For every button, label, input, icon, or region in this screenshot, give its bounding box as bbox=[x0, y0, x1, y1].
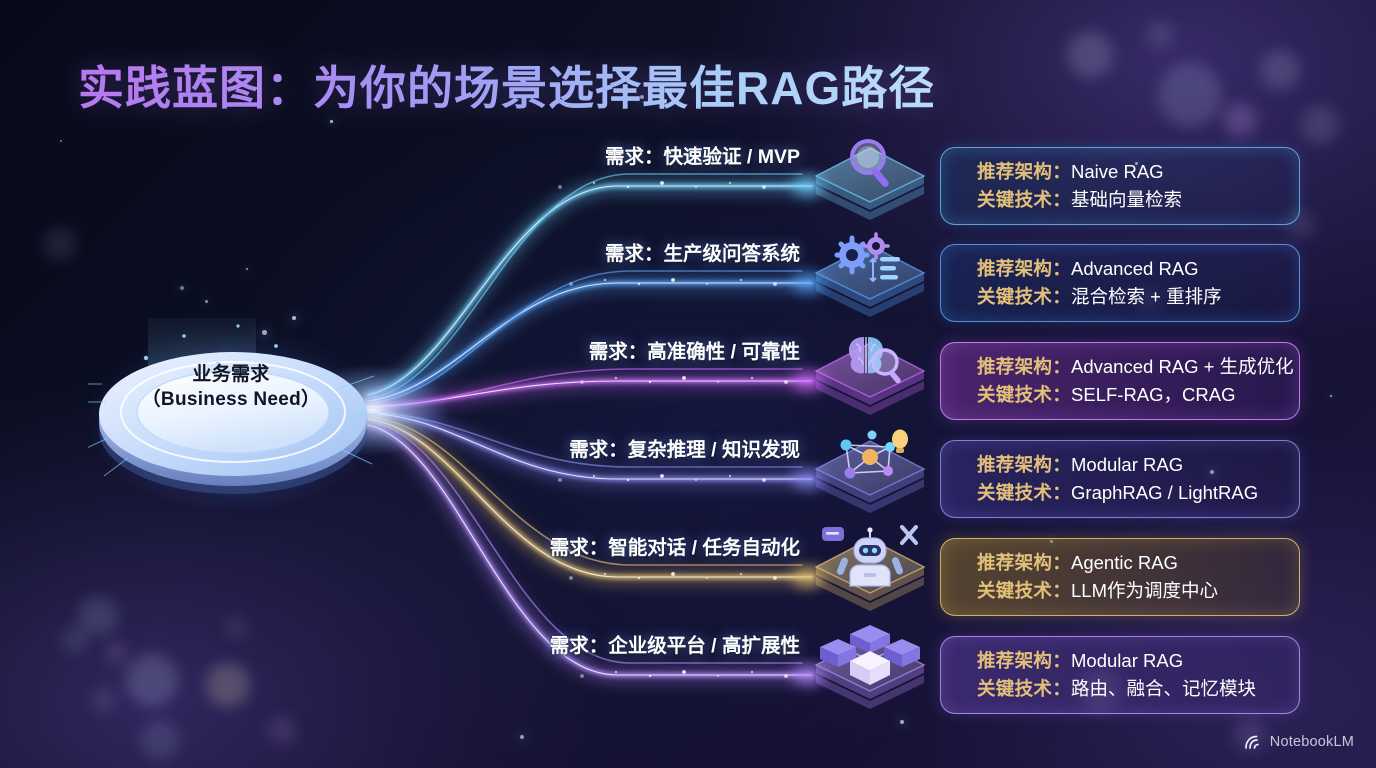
architecture-key: 推荐架构： bbox=[977, 454, 1071, 475]
technique-line: 关键技术：混合检索 + 重排序 bbox=[977, 283, 1299, 311]
architecture-value: Naive RAG bbox=[1071, 161, 1164, 182]
isometric-slab bbox=[806, 134, 934, 238]
pathway-row: 需求：复杂推理 / 知识发现推荐架构：Modular RAG关键技术：Graph… bbox=[0, 431, 1376, 527]
recommendation-card[interactable]: 推荐架构：Agentic RAG关键技术：LLM作为调度中心 bbox=[940, 538, 1300, 616]
need-label: 需求：快速验证 / MVP bbox=[605, 140, 800, 169]
need-label: 需求：高准确性 / 可靠性 bbox=[589, 335, 800, 364]
architecture-key: 推荐架构： bbox=[977, 356, 1071, 377]
need-label: 需求：企业级平台 / 高扩展性 bbox=[550, 629, 800, 658]
recommendation-card[interactable]: 推荐架构：Modular RAG关键技术：路由、融合、记忆模块 bbox=[940, 636, 1300, 714]
technique-line: 关键技术：LLM作为调度中心 bbox=[977, 577, 1299, 605]
gears-list-slab-icon bbox=[806, 231, 934, 335]
architecture-line: 推荐架构：Advanced RAG bbox=[977, 255, 1299, 283]
pathway-row: 需求：快速验证 / MVP推荐架构：Naive RAG关键技术：基础向量检索 bbox=[0, 138, 1376, 234]
watermark-text: NotebookLM bbox=[1270, 734, 1354, 750]
architecture-key: 推荐架构： bbox=[977, 552, 1071, 573]
need-label: 需求：复杂推理 / 知识发现 bbox=[569, 433, 800, 462]
technique-line: 关键技术：SELF-RAG，CRAG bbox=[977, 381, 1299, 409]
knowledge-graph-slab-icon bbox=[806, 427, 934, 531]
isometric-slab bbox=[806, 525, 934, 629]
architecture-line: 推荐架构：Advanced RAG + 生成优化 bbox=[977, 353, 1299, 381]
technique-key: 关键技术： bbox=[977, 580, 1071, 601]
pathway-row: 需求：智能对话 / 任务自动化推荐架构：Agentic RAG关键技术：LLM作… bbox=[0, 529, 1376, 625]
technique-key: 关键技术： bbox=[977, 384, 1071, 405]
recommendation-card[interactable]: 推荐架构：Modular RAG关键技术：GraphRAG / LightRAG bbox=[940, 440, 1300, 518]
architecture-value: Modular RAG bbox=[1071, 650, 1183, 671]
technique-line: 关键技术：基础向量检索 bbox=[977, 186, 1299, 214]
architecture-key: 推荐架构： bbox=[977, 258, 1071, 279]
chat-bubble-icon bbox=[822, 527, 844, 541]
server-cluster-slab-icon bbox=[806, 623, 934, 727]
technique-value: SELF-RAG，CRAG bbox=[1071, 384, 1235, 405]
architecture-key: 推荐架构： bbox=[977, 650, 1071, 671]
isometric-slab bbox=[806, 427, 934, 531]
architecture-line: 推荐架构：Modular RAG bbox=[977, 647, 1299, 675]
need-label: 需求：智能对话 / 任务自动化 bbox=[550, 531, 800, 560]
architecture-line: 推荐架构：Agentic RAG bbox=[977, 549, 1299, 577]
technique-line: 关键技术：GraphRAG / LightRAG bbox=[977, 479, 1299, 507]
recommendation-card[interactable]: 推荐架构：Naive RAG关键技术：基础向量检索 bbox=[940, 147, 1300, 225]
notebooklm-logo-icon bbox=[1244, 735, 1263, 750]
recommendation-card[interactable]: 推荐架构：Advanced RAG + 生成优化关键技术：SELF-RAG，CR… bbox=[940, 342, 1300, 420]
technique-value: LLM作为调度中心 bbox=[1071, 580, 1218, 601]
isometric-slab bbox=[806, 329, 934, 433]
architecture-value: Advanced RAG + 生成优化 bbox=[1071, 356, 1294, 377]
technique-value: 路由、融合、记忆模块 bbox=[1071, 678, 1256, 699]
technique-value: 基础向量检索 bbox=[1071, 189, 1182, 210]
pathway-row: 需求：企业级平台 / 高扩展性推荐架构：Modular RAG关键技术：路由、融… bbox=[0, 627, 1376, 723]
brain-magnifier-slab-icon bbox=[806, 329, 934, 433]
technique-line: 关键技术：路由、融合、记忆模块 bbox=[977, 675, 1299, 703]
isometric-slab bbox=[806, 623, 934, 727]
pathway-row: 需求：高准确性 / 可靠性推荐架构：Advanced RAG + 生成优化关键技… bbox=[0, 333, 1376, 429]
technique-value: GraphRAG / LightRAG bbox=[1071, 482, 1258, 503]
tools-icon bbox=[902, 527, 916, 543]
technique-key: 关键技术： bbox=[977, 678, 1071, 699]
technique-value: 混合检索 + 重排序 bbox=[1071, 286, 1222, 307]
notebooklm-watermark: NotebookLM bbox=[1244, 734, 1354, 750]
architecture-value: Agentic RAG bbox=[1071, 552, 1178, 573]
architecture-line: 推荐架构：Naive RAG bbox=[977, 158, 1299, 186]
architecture-value: Advanced RAG bbox=[1071, 258, 1199, 279]
technique-key: 关键技术： bbox=[977, 189, 1071, 210]
architecture-value: Modular RAG bbox=[1071, 454, 1183, 475]
recommendation-card[interactable]: 推荐架构：Advanced RAG关键技术：混合检索 + 重排序 bbox=[940, 244, 1300, 322]
magnifier-slab-icon bbox=[806, 134, 934, 238]
need-label: 需求：生产级问答系统 bbox=[605, 237, 800, 266]
isometric-slab bbox=[806, 231, 934, 335]
technique-key: 关键技术： bbox=[977, 482, 1071, 503]
technique-key: 关键技术： bbox=[977, 286, 1071, 307]
architecture-line: 推荐架构：Modular RAG bbox=[977, 451, 1299, 479]
architecture-key: 推荐架构： bbox=[977, 161, 1071, 182]
lightbulb-icon bbox=[892, 430, 908, 454]
page-title: 实践蓝图：为你的场景选择最佳RAG路径 bbox=[78, 52, 935, 118]
robot-slab-icon bbox=[806, 525, 934, 629]
pathway-row: 需求：生产级问答系统推荐架构：Advanced RAG关键技术：混合检索 + 重… bbox=[0, 235, 1376, 331]
